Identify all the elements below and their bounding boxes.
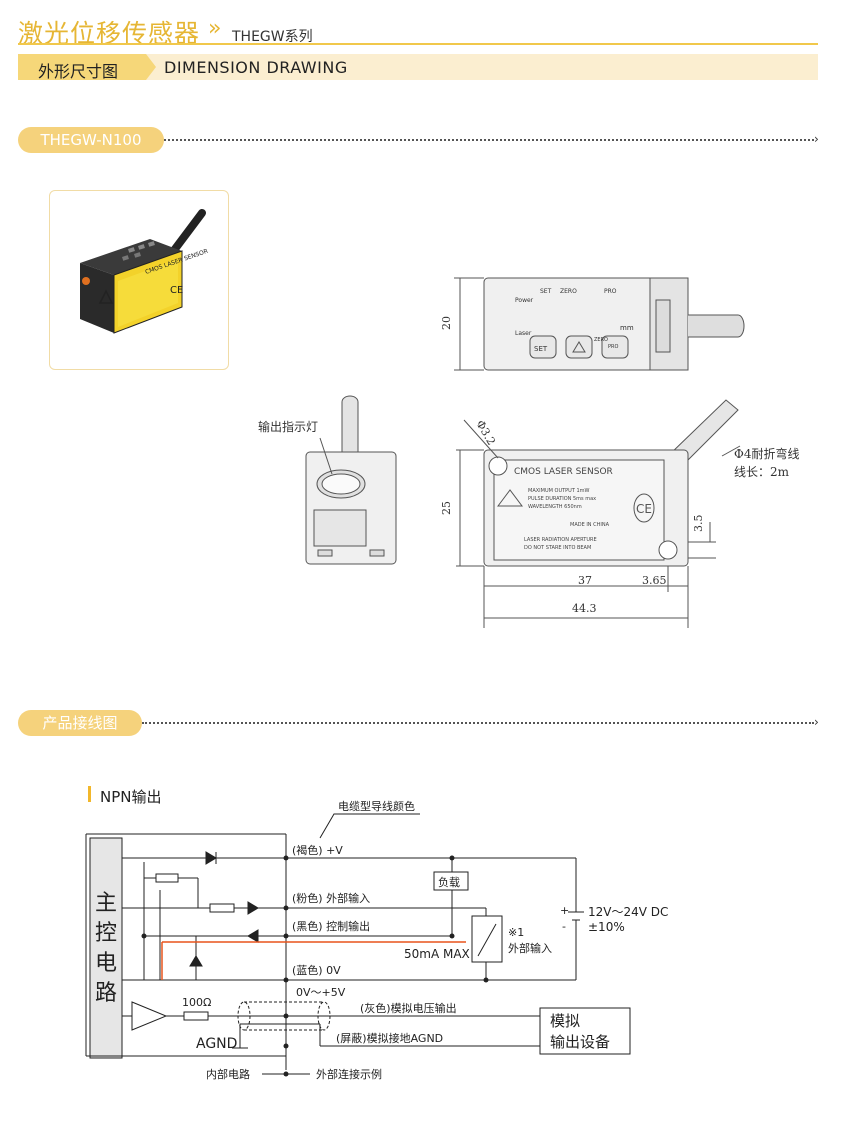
resistor-label: 100Ω <box>182 996 211 1009</box>
ce-mark: CE <box>170 285 183 296</box>
analog-device-1: 模拟 <box>550 1012 580 1030</box>
supply-plus: + <box>560 904 569 917</box>
ext-input-label: 外部输入 <box>508 941 552 955</box>
title-chevron: » <box>208 16 222 41</box>
front-label-pro: PRO <box>604 288 617 295</box>
wiring-pill: 产品接线图 <box>18 710 142 736</box>
wire-black: (黑色) 控制输出 <box>292 919 370 933</box>
section-band-tab <box>18 54 146 80</box>
wire-blue: (蓝色) 0V <box>292 963 341 977</box>
cable-note-1: Φ4耐折弯线 <box>734 446 799 461</box>
dim-3-5: 3.5 <box>692 515 705 533</box>
dim-44-3: 44.3 <box>572 602 597 615</box>
product-photo-frame: CMOS LASER SENSOR CE <box>49 190 229 370</box>
front-label-mm: mm <box>620 324 634 332</box>
agnd-label: AGND <box>196 1036 237 1052</box>
output-range: 0V～+5V <box>296 986 346 999</box>
load-label: 负载 <box>438 875 460 889</box>
npn-title: NPN输出 <box>100 788 162 806</box>
analog-device-2: 输出设备 <box>550 1033 610 1051</box>
plate-made: MADE IN CHINA <box>570 522 610 528</box>
section-band-arrow <box>146 54 156 80</box>
dotted-divider <box>142 722 814 724</box>
dotted-divider <box>164 139 814 141</box>
side-view <box>456 399 741 628</box>
dim-hole-dia: Φ3.2 <box>473 418 498 447</box>
wire-gray: (灰色)模拟电压输出 <box>360 1001 457 1015</box>
wire-pink: (粉色) 外部输入 <box>292 891 370 905</box>
main-circuit-3: 电 <box>95 951 117 976</box>
ext-mark: ※1 <box>508 926 524 939</box>
dim-height-top: 20 <box>440 316 453 330</box>
series-label: THEGW系列 <box>232 29 313 45</box>
wire-shield: (屏蔽)模拟接地AGND <box>336 1031 443 1045</box>
btn-set-label: SET <box>534 345 548 353</box>
supply-tolerance: ±10% <box>588 920 625 934</box>
plate-ce: CE <box>636 502 652 516</box>
main-circuit-2: 控 <box>95 921 117 946</box>
supply-voltage: 12V～24V DC <box>588 905 668 919</box>
product-photo: CMOS LASER SENSOR CE <box>80 209 209 334</box>
dotted-divider-end: › <box>814 715 819 729</box>
npn-accent-bar <box>88 786 91 802</box>
wire-brown: (褐色) +V <box>292 843 343 857</box>
plate-warn2: DO NOT STARE INTO BEAM <box>524 545 591 551</box>
front-label-power: Power <box>515 297 534 304</box>
inner-circuit-label: 内部电路 <box>206 1067 250 1081</box>
dimension-drawing: 20 SET ZERO PRO Power Laser mm SET ZERO … <box>258 277 799 628</box>
main-circuit-1: 主 <box>95 891 117 916</box>
supply-minus: - <box>562 920 566 933</box>
model-pill: THEGW-N100 <box>18 127 164 153</box>
dim-side-height: 25 <box>440 501 453 515</box>
plate-title: CMOS LASER SENSOR <box>514 467 613 477</box>
section-label-en: DIMENSION DRAWING <box>164 58 348 77</box>
plate-line2: PULSE DURATION 5ms max <box>528 496 596 502</box>
dim-3-65: 3.65 <box>642 574 667 587</box>
header-divider <box>18 43 818 45</box>
dotted-divider-end: › <box>814 132 819 146</box>
end-view <box>305 395 397 565</box>
front-label-set: SET <box>540 288 552 295</box>
front-label-zero: ZERO <box>560 288 577 295</box>
plate-line1: MAXIMUM OUTPUT 1mW <box>528 488 590 494</box>
cable-note-2: 线长：2m <box>734 465 790 479</box>
plate-warn1: LASER RADIATION APERTURE <box>524 537 597 543</box>
section-label-cn: 外形尺寸图 <box>38 62 119 81</box>
cable-color-label: 电缆型导线颜色 <box>338 799 415 813</box>
outer-circuit-label: 外部连接示例 <box>316 1067 382 1081</box>
top-view <box>454 277 745 371</box>
indicator-label: 输出指示灯 <box>258 419 318 434</box>
max-current: 50mA MAX <box>404 947 470 961</box>
plate-line3: WAVELENGTH 650nm <box>528 504 582 510</box>
dim-37: 37 <box>578 574 592 587</box>
btn-pro-label: PRO <box>608 344 618 350</box>
front-label-laser: Laser <box>515 330 532 337</box>
main-circuit-4: 路 <box>95 981 117 1006</box>
wiring-diagram: 电缆型导线颜色 主 控 电 路 (褐色) +V (粉色) 外部输入 (黑色) 控… <box>85 799 668 1081</box>
btn-zero-label: ZERO <box>594 337 608 343</box>
